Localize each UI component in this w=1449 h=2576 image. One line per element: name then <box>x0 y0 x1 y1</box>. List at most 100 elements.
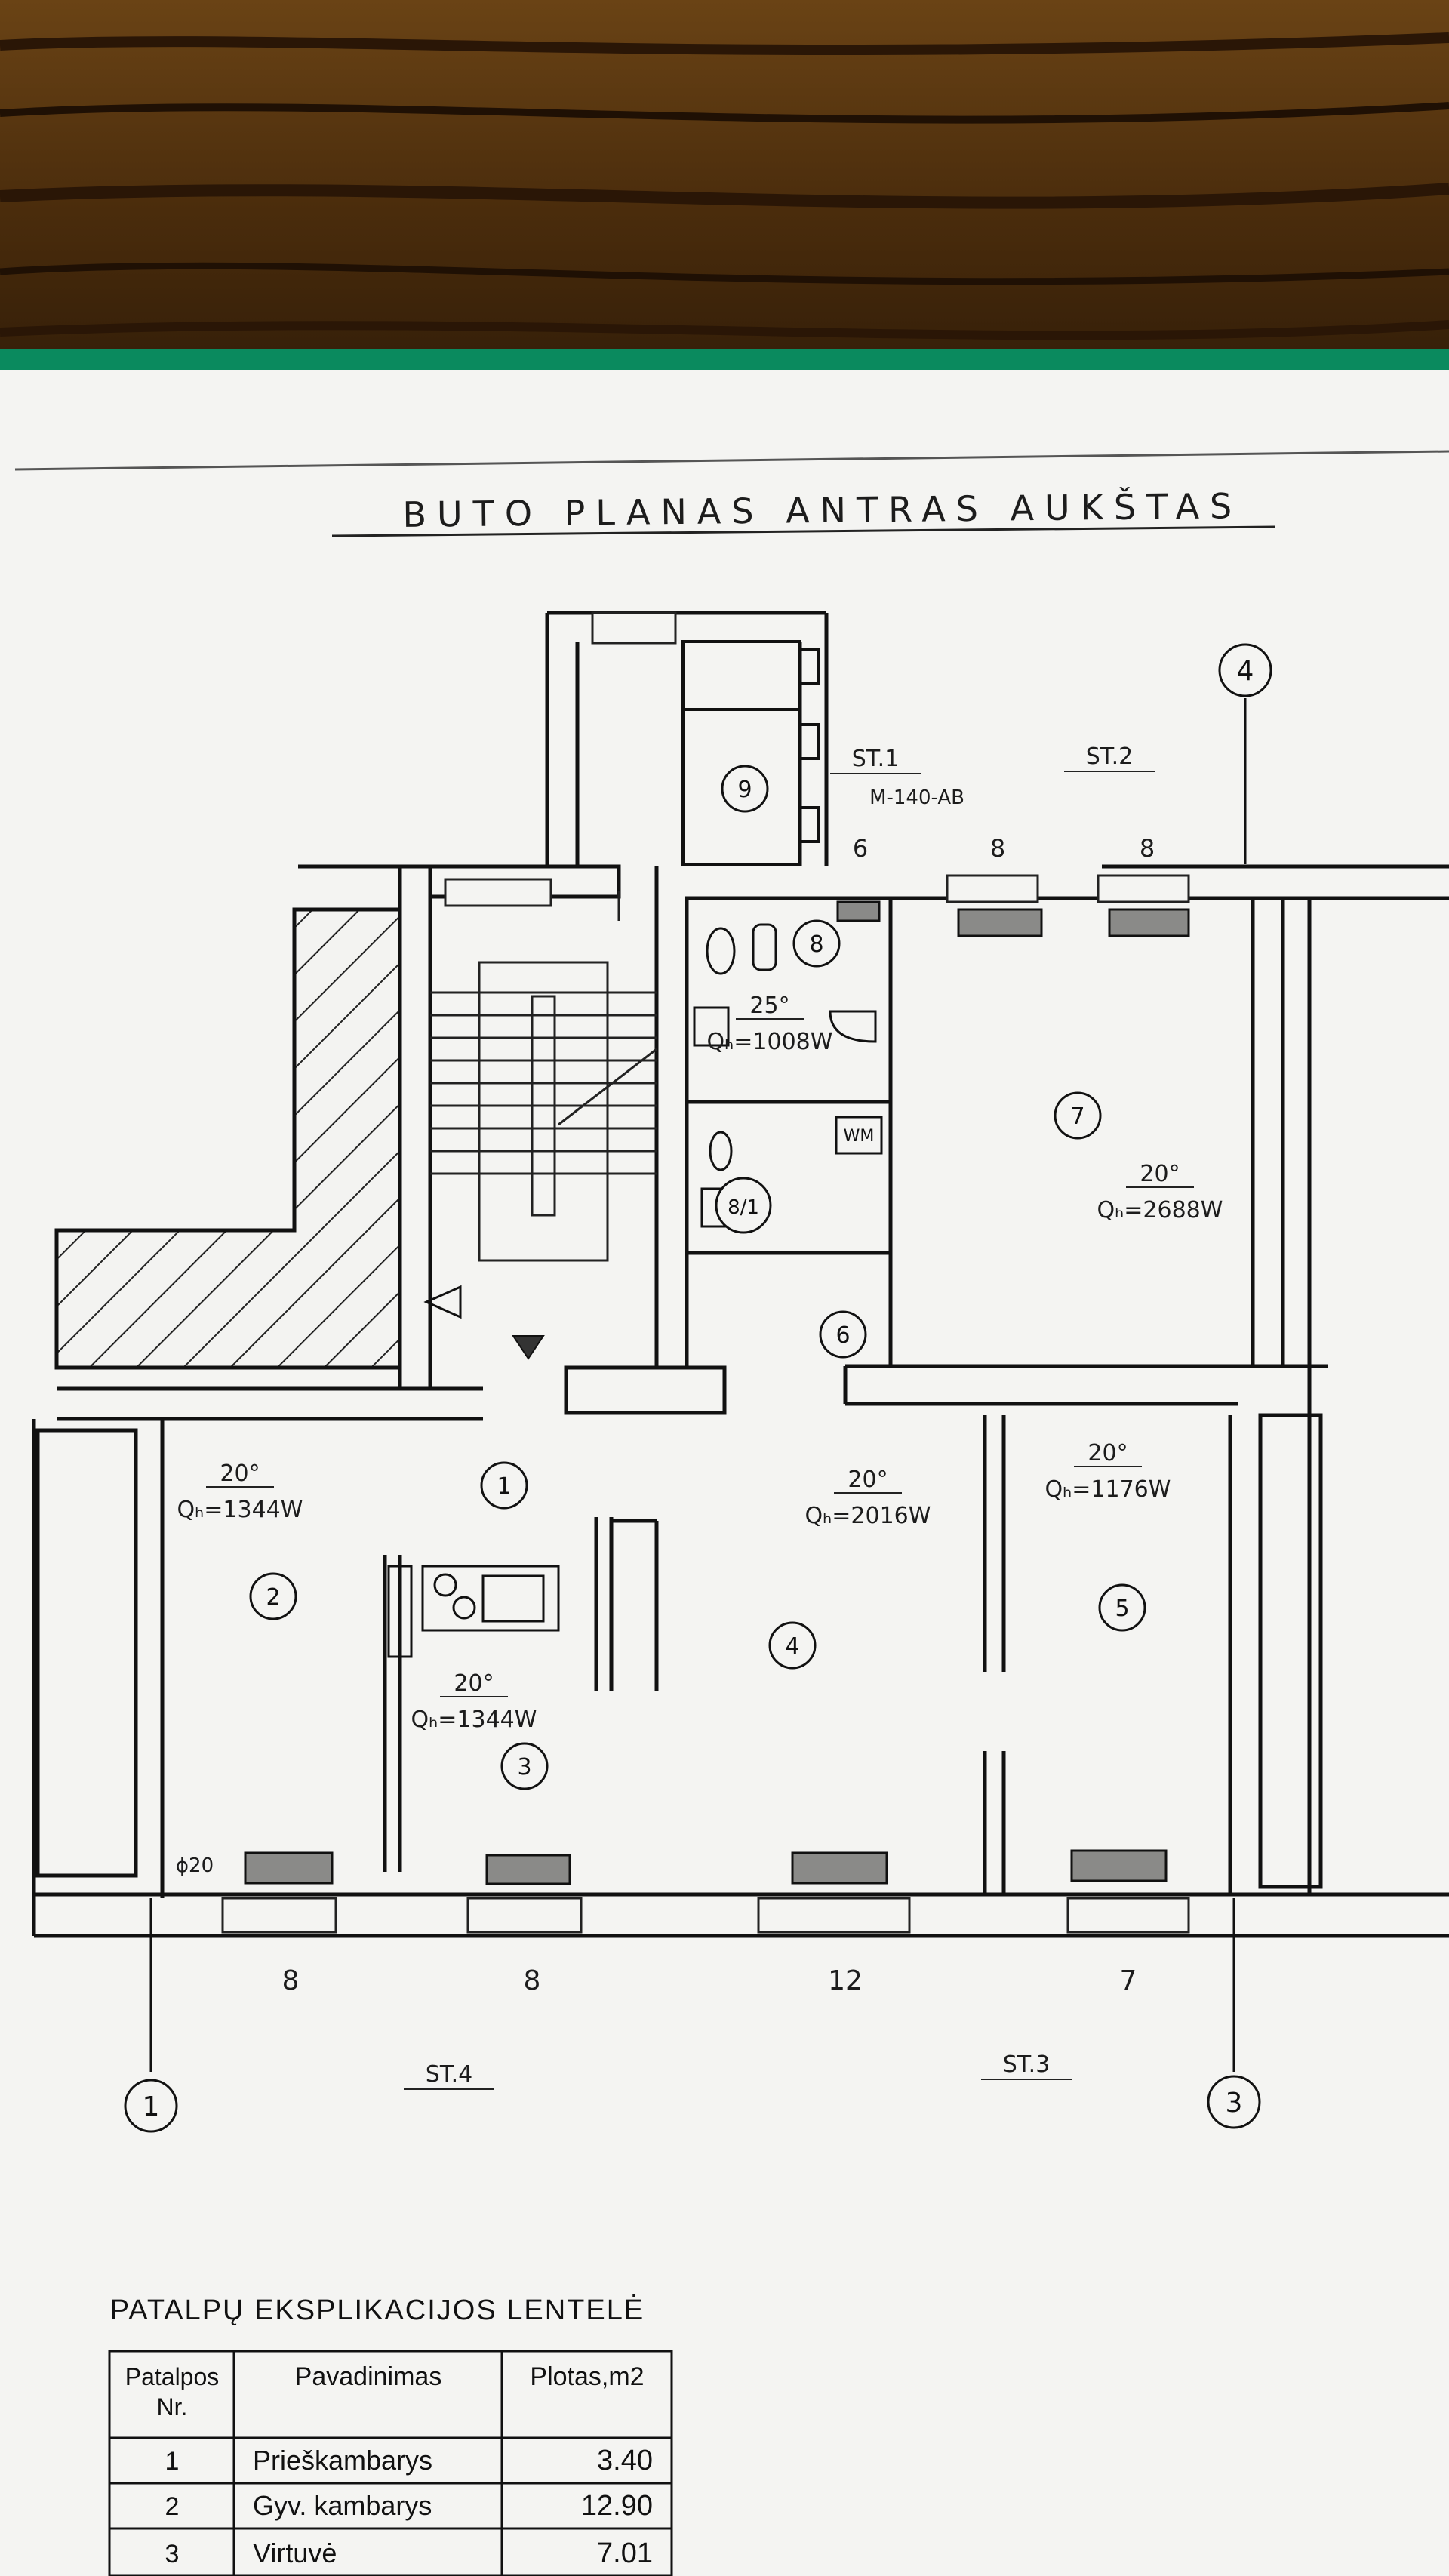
entrance-triangle-icon <box>423 1285 462 1319</box>
section-count-bottom: 8 <box>282 1965 300 1996</box>
hatched-wall-block <box>54 907 402 1370</box>
room-marker-6: 6 <box>819 1310 867 1359</box>
cell-name: Virtuvė <box>253 2538 337 2568</box>
section-count-bottom: 12 <box>828 1965 863 1996</box>
axis-label: 3 <box>1226 2088 1243 2119</box>
room-heat: Qₕ=1008W <box>707 1029 833 1055</box>
table-row: 3 Virtuvė 7.01 <box>165 2538 653 2569</box>
room-temp: 25° <box>749 993 789 1019</box>
plan-title-underline <box>331 525 1276 537</box>
room-number: 1 <box>497 1473 511 1500</box>
room-number: 3 <box>517 1754 531 1780</box>
axis-label: 1 <box>143 2091 160 2122</box>
riser-label: ST.3 <box>1003 2051 1050 2078</box>
room-temp: 20° <box>1140 1161 1180 1187</box>
riser-label: ST.1 <box>852 746 899 772</box>
riser-note: M-140-AB <box>869 786 964 809</box>
room-heat: Qₕ=2016W <box>805 1503 931 1529</box>
room-temp: 20° <box>1088 1440 1128 1467</box>
room-number: 9 <box>737 777 752 803</box>
radiator-section-counts: 8 8 12 7 6 8 8 <box>282 834 1155 1996</box>
table-row: 1 Prieškambarys 3.40 <box>165 2445 653 2476</box>
explication-table: PATALPŲ EKSPLIKACIJOS LENTELĖ Patalpos N… <box>108 2294 673 2576</box>
radiators <box>244 900 1190 1885</box>
cell-nr: 2 <box>165 2492 180 2521</box>
page-frame-top <box>14 450 1449 471</box>
section-count-top: 8 <box>1140 834 1155 863</box>
room-temp: 20° <box>220 1460 260 1487</box>
room-number: 2 <box>266 1584 280 1611</box>
cell-area: 7.01 <box>597 2538 653 2569</box>
section-count-bottom: 7 <box>1120 1965 1137 1996</box>
paper-sheet <box>0 370 1449 2576</box>
table-caption: PATALPŲ EKSPLIKACIJOS LENTELĖ <box>110 2294 645 2326</box>
room-marker-2: 2 <box>249 1572 297 1620</box>
room-heat: Qₕ=1344W <box>411 1707 537 1733</box>
header-area: Plotas,m2 <box>530 2362 644 2391</box>
room-number: 8 <box>809 931 823 958</box>
room-markers: 1 2 3 4 5 6 7 8 8/1 9 <box>249 765 1146 1790</box>
axis-marker-1: 1 <box>124 2079 178 2133</box>
room-marker-8-1: 8/1 <box>715 1177 772 1234</box>
room-heat: Qₕ=1176W <box>1045 1476 1171 1503</box>
section-count-bottom: 8 <box>524 1965 541 1996</box>
room-9-shelving <box>681 640 820 866</box>
section-count-top: 8 <box>990 834 1005 863</box>
table-row: 2 Gyv. kambarys 12.90 <box>165 2490 653 2522</box>
cell-name: Gyv. kambarys <box>253 2490 432 2521</box>
riser-1: ST.1 <box>830 746 921 774</box>
room-marker-9: 9 <box>721 765 769 813</box>
room-number: 7 <box>1070 1103 1084 1130</box>
room-number: 8/1 <box>728 1196 759 1219</box>
room-marker-1: 1 <box>480 1461 528 1510</box>
room-heat-specs: 20° Qₕ=1344W 20° Qₕ=1344W 20° Qₕ=2016W 20° Qₕ=1… <box>177 993 1223 1733</box>
room-spec-5: 20° Qₕ=1176W <box>1045 1440 1171 1503</box>
riser-label: ST.2 <box>1086 743 1133 770</box>
windows <box>221 611 1190 1934</box>
room-number: 6 <box>835 1322 850 1349</box>
riser-2: ST.2 <box>1064 743 1155 772</box>
axis-marker-4: 4 <box>1218 643 1272 697</box>
riser-3: ST.3 <box>981 2051 1072 2080</box>
axis-lines <box>149 698 1247 2072</box>
room-number: 4 <box>785 1633 799 1660</box>
room-spec-4: 20° Qₕ=2016W <box>805 1467 931 1529</box>
kitchen-units <box>387 1565 560 1658</box>
axis-marker-3: 3 <box>1207 2075 1261 2129</box>
room-spec-8: 25° Qₕ=1008W <box>707 993 833 1055</box>
room-marker-3: 3 <box>500 1742 549 1790</box>
cell-area: 12.90 <box>581 2490 653 2522</box>
cell-name: Prieškambarys <box>253 2445 432 2476</box>
room-marker-7: 7 <box>1054 1091 1102 1140</box>
plan-title: BUTO PLANAS ANTRAS AUKŠTAS <box>402 485 1242 535</box>
wm-label: WM <box>844 1127 875 1146</box>
room-heat: Qₕ=2688W <box>1097 1197 1223 1223</box>
cell-nr: 1 <box>165 2447 180 2476</box>
room-spec-3: 20° Qₕ=1344W <box>411 1670 537 1733</box>
cell-area: 3.40 <box>597 2445 653 2476</box>
section-count-top: 6 <box>853 834 868 863</box>
room-marker-8: 8 <box>792 919 841 968</box>
room-heat: Qₕ=1344W <box>177 1497 303 1523</box>
riser-4: ST.4 <box>404 2061 494 2090</box>
header-name: Pavadinimas <box>295 2362 442 2391</box>
header-nr-line1: Patalpos <box>125 2363 220 2390</box>
staircase <box>430 891 657 1262</box>
room-spec-7: 20° Qₕ=2688W <box>1097 1161 1223 1223</box>
axis-label: 4 <box>1237 656 1254 687</box>
cell-nr: 3 <box>165 2540 180 2568</box>
entrance-arrow-icon <box>512 1335 545 1360</box>
room-marker-4: 4 <box>768 1621 817 1670</box>
header-nr-line2: Nr. <box>157 2393 188 2421</box>
room-number: 5 <box>1115 1596 1129 1622</box>
room-temp: 20° <box>848 1467 888 1493</box>
riser-labels: ST.1 ST.2ST.3 ST.4 <box>404 743 1155 2090</box>
riser-label: ST.4 <box>426 2061 472 2088</box>
room-marker-5: 5 <box>1098 1583 1146 1632</box>
pipe-note: ϕ20 <box>176 1854 214 1877</box>
bathroom-fixtures <box>693 923 883 1228</box>
axis-markers: 1 3 4 <box>124 643 1272 2133</box>
room-spec-2: 20° Qₕ=1344W <box>177 1460 303 1523</box>
room-temp: 20° <box>454 1670 494 1697</box>
